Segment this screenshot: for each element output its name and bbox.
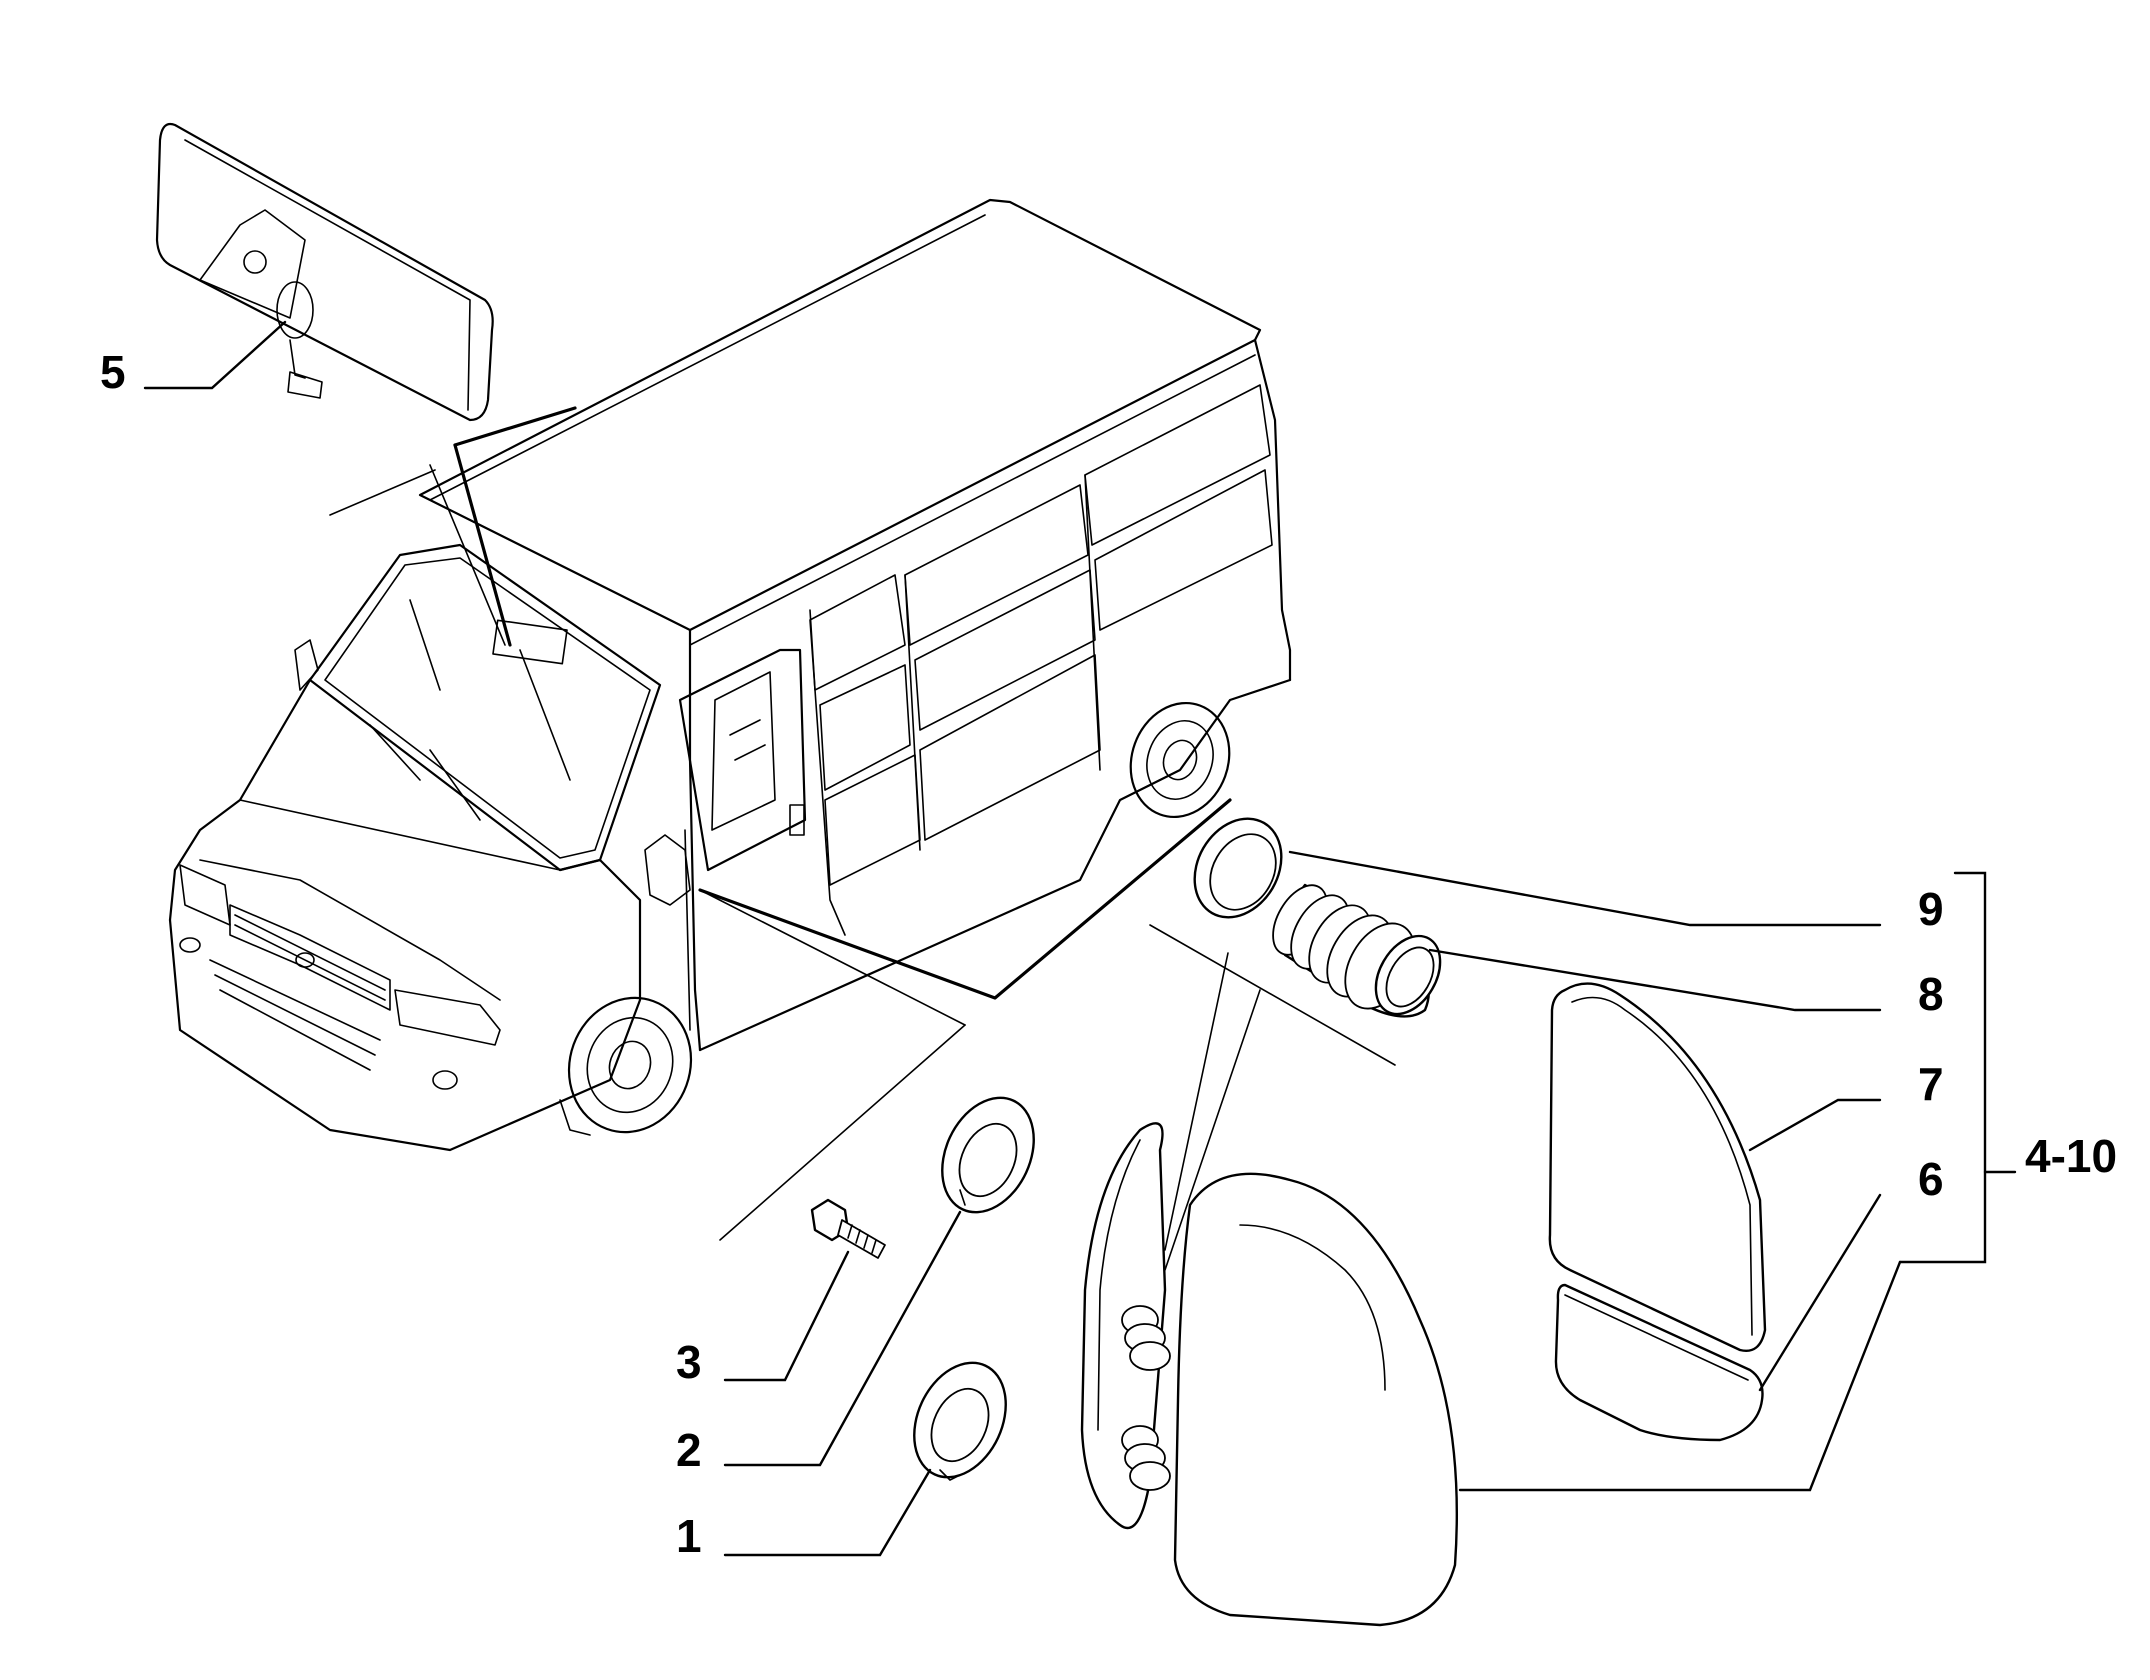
part-8-bellows bbox=[1272, 883, 1442, 1018]
callout-5: 5 bbox=[100, 346, 126, 398]
callout-9: 9 bbox=[1918, 883, 1944, 935]
interior-rearview-mirror bbox=[155, 122, 494, 422]
part-3-bolt bbox=[810, 1198, 886, 1259]
part-1-grommet bbox=[913, 1361, 1007, 1481]
callout-group: 4-10 bbox=[2025, 1130, 2117, 1182]
part-4-mirror-assembly bbox=[1080, 1122, 1459, 1627]
van-illustration bbox=[168, 198, 1292, 1152]
callout-leaders bbox=[143, 320, 2017, 1557]
leader-lines bbox=[329, 406, 1396, 1271]
part-2-grommet bbox=[941, 1096, 1035, 1214]
callout-8: 8 bbox=[1918, 968, 1944, 1020]
part-7-mirror-glass-upper bbox=[1548, 982, 1767, 1352]
callout-6: 6 bbox=[1918, 1153, 1944, 1205]
part-6-mirror-glass-lower bbox=[1554, 1283, 1764, 1442]
part-9-ring bbox=[1193, 817, 1283, 919]
callout-1: 1 bbox=[676, 1510, 702, 1562]
callout-2: 2 bbox=[676, 1424, 702, 1476]
callout-7: 7 bbox=[1918, 1058, 1944, 1110]
callout-3: 3 bbox=[676, 1336, 702, 1388]
callout-labels: 1 2 3 5 6 7 8 9 4-10 bbox=[100, 346, 2117, 1562]
